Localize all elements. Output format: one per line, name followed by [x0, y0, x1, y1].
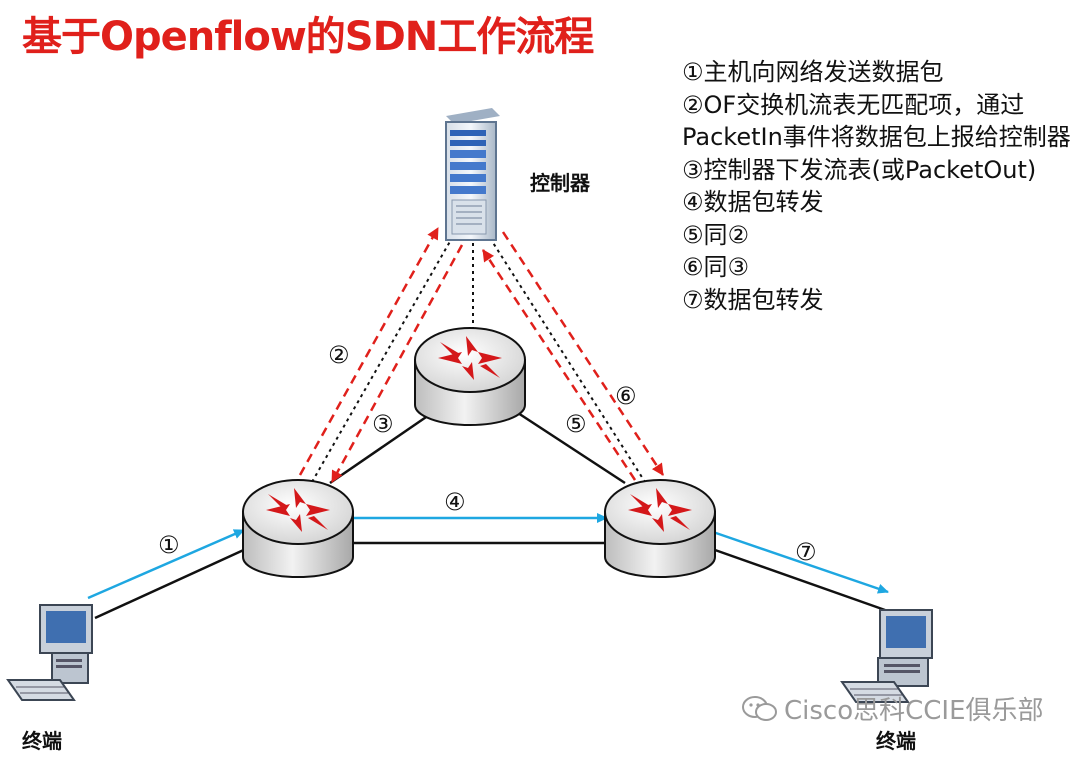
step-item: ④数据包转发: [682, 188, 824, 216]
step-item: ③控制器下发流表(或PacketOut): [682, 155, 1037, 184]
label-step-3: ③: [372, 410, 394, 438]
step-item: ②OF交换机流表无匹配项，通过PacketIn事件将数据包上报给控制器: [682, 90, 1071, 152]
step-item: ⑦数据包转发: [682, 285, 824, 314]
step-list: ①主机向网络发送数据包 ②OF交换机流表无匹配项，通过PacketIn事件将数据…: [682, 56, 1072, 316]
physical-links: [94, 411, 886, 620]
label-step-1: ①: [158, 531, 180, 559]
wechat-icon: [742, 695, 777, 721]
step-item: ⑤同②: [682, 220, 750, 249]
label-step-5: ⑤: [565, 410, 587, 438]
page-title: 基于Openflow的SDN工作流程: [22, 14, 594, 60]
label-step-6: ⑥: [615, 382, 637, 410]
router-top-icon: [414, 327, 526, 426]
data-flow: [87, 513, 889, 600]
host-left-label: 终端: [22, 729, 62, 753]
router-left-icon: [242, 479, 354, 578]
step-item: ⑥同③: [682, 253, 750, 281]
controller-server-icon: [445, 108, 500, 241]
host-left-icon: [6, 604, 93, 701]
control-links: [311, 237, 646, 483]
host-right-label: 终端: [876, 729, 916, 753]
router-right-icon: [604, 479, 716, 578]
label-step-2: ②: [328, 341, 350, 369]
step-labels: ① ② ③ ④ ⑤ ⑥ ⑦: [158, 341, 817, 566]
watermark-text: Cisco思科CCIE俱乐部: [784, 696, 1044, 726]
host-right-icon: [840, 609, 933, 703]
label-step-7: ⑦: [795, 538, 817, 566]
label-step-4: ④: [444, 488, 466, 516]
controller-messages: [298, 227, 665, 483]
step-item: ①主机向网络发送数据包: [682, 58, 944, 86]
controller-label: 控制器: [530, 171, 591, 195]
watermark: Cisco思科CCIE俱乐部: [742, 690, 1044, 727]
